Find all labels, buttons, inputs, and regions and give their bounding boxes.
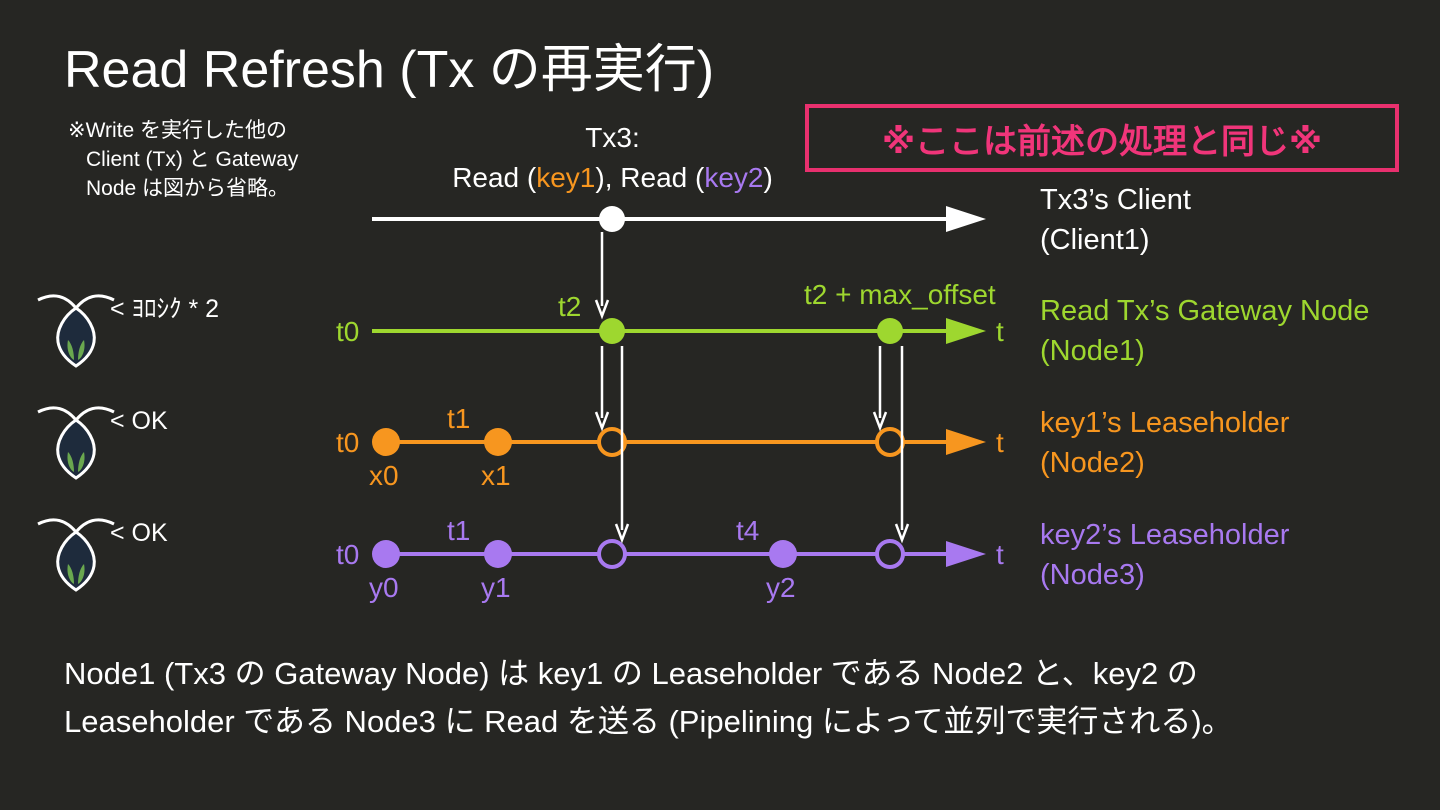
node1-t2max-point <box>877 318 903 344</box>
node2-read-point <box>597 427 627 457</box>
node2-end-label: t <box>996 427 1004 458</box>
side-note-line1: ※Write を実行した他の <box>68 119 288 142</box>
footer-line1: Node1 (Tx3 の Gateway Node) は key1 の Leas… <box>64 656 1198 691</box>
client-label-line1: Tx3’s Client <box>1040 184 1191 216</box>
node3-t1-label: t1 <box>447 515 470 546</box>
node2-label-line2: (Node2) <box>1040 447 1145 479</box>
read-text-2: ), Read ( <box>595 162 705 193</box>
node2-x0-point <box>372 428 400 456</box>
node3-row-label: key2’s Leaseholder (Node3) <box>1040 515 1289 595</box>
node1-arrowhead <box>946 318 986 344</box>
read-text-end: ) <box>763 162 773 193</box>
arrow-node1-to-node3-head <box>614 523 630 544</box>
key2-text: key2 <box>704 162 764 193</box>
read-text-1: Read ( <box>452 162 537 193</box>
node1-t2-label: t2 <box>558 291 581 322</box>
speech-yoroshiku: < ﾖﾛｼｸ * 2 <box>110 295 220 323</box>
cockroach-logo-icon <box>37 294 115 368</box>
node1-label-line1: Read Tx’s Gateway Node <box>1040 295 1370 327</box>
node3-y0-label: y0 <box>369 572 399 603</box>
node2-x0-label: x0 <box>369 460 399 491</box>
client-event-point <box>599 206 625 232</box>
page-title: Read Refresh (Tx の再実行) <box>64 41 715 99</box>
node1-row-label: Read Tx’s Gateway Node (Node1) <box>1040 291 1369 371</box>
node3-y2-label: y2 <box>766 572 796 603</box>
node1-t2max-label: t2 + max_offset <box>804 279 996 310</box>
node1-label-line2: (Node1) <box>1040 335 1145 367</box>
footer-line2: Leaseholder である Node3 に Read を送る (Pipeli… <box>64 704 1233 739</box>
node2-label-line1: key1’s Leaseholder <box>1040 407 1290 439</box>
speech-ok-node3: < OK <box>110 519 168 547</box>
node3-start-label: t0 <box>336 539 359 570</box>
arrow-node1-to-node2-refresh-head <box>872 411 888 432</box>
client-row-label: Tx3’s Client (Client1) <box>1040 180 1191 260</box>
node3-label-line2: (Node3) <box>1040 559 1145 591</box>
client-label-line2: (Client1) <box>1040 224 1150 256</box>
tx3-title: Tx3: <box>585 122 640 153</box>
cockroach-logo-icon <box>37 518 115 592</box>
node3-label-line1: key2’s Leaseholder <box>1040 519 1290 551</box>
same-process-banner: ※ここは前述の処理と同じ※ <box>805 104 1399 172</box>
node2-x1-label: x1 <box>481 460 511 491</box>
node3-t4-label: t4 <box>736 515 759 546</box>
node2-start-label: t0 <box>336 427 359 458</box>
client-arrowhead <box>946 206 986 232</box>
node3-y1-point <box>484 540 512 568</box>
node3-end-label: t <box>996 539 1004 570</box>
side-note: ※Write を実行した他の Client (Tx) と Gateway Nod… <box>68 116 298 203</box>
speech-ok-node2: < OK <box>110 407 168 435</box>
footer-description: Node1 (Tx3 の Gateway Node) は key1 の Leas… <box>64 650 1233 746</box>
node3-y1-label: y1 <box>481 572 511 603</box>
arrow-node1-to-node2-head <box>594 411 610 432</box>
side-note-line3: Node は図から省略。 <box>86 177 290 200</box>
node3-y0-point <box>372 540 400 568</box>
node2-arrowhead <box>946 429 986 455</box>
node3-refresh-point <box>875 539 905 569</box>
key1-text: key1 <box>536 162 596 193</box>
node1-end-label: t <box>996 316 1004 347</box>
node2-x1-point <box>484 428 512 456</box>
node3-read-point <box>597 539 627 569</box>
tx3-reads: Read (key1), Read (key2) <box>420 158 805 198</box>
node2-t1-label: t1 <box>447 403 470 434</box>
node1-t2-point <box>599 318 625 344</box>
tx3-operation-label: Tx3: Read (key1), Read (key2) <box>420 118 805 198</box>
arrow-client-to-node1-head <box>594 299 610 320</box>
node1-start-label: t0 <box>336 316 359 347</box>
cockroach-logo-icon <box>37 406 115 480</box>
side-note-line2: Client (Tx) と Gateway <box>86 148 299 171</box>
node2-refresh-point <box>875 427 905 457</box>
arrow-node1-to-node3-refresh-head <box>894 523 910 544</box>
node3-arrowhead <box>946 541 986 567</box>
node3-y2-point <box>769 540 797 568</box>
node2-row-label: key1’s Leaseholder (Node2) <box>1040 403 1289 483</box>
